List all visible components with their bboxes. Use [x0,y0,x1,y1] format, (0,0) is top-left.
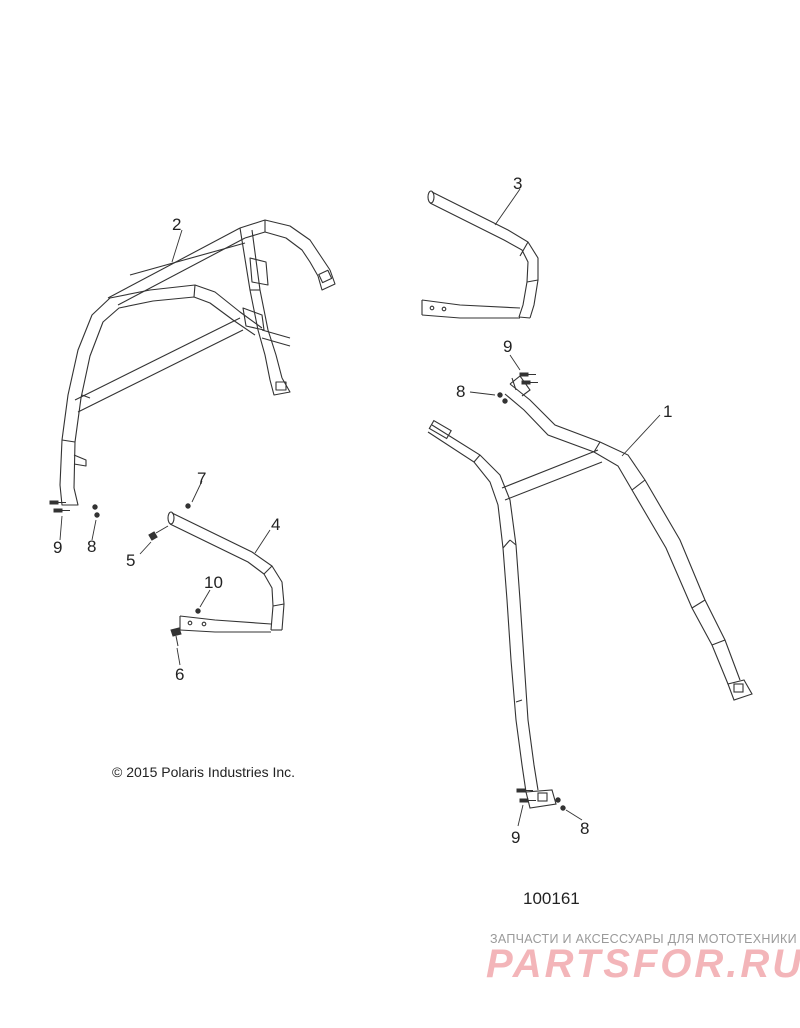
part-2-rear-cage [59,219,336,506]
bolt-9-left [49,500,70,513]
nut-8-upper [497,392,508,404]
nut-7 [185,503,191,509]
callout-8-lower: 8 [580,819,589,838]
nut-8-left [92,504,100,518]
callout-7: 7 [197,469,206,488]
callout-2: 2 [172,215,181,234]
callout-10: 10 [204,573,223,592]
callout-9-left: 9 [53,538,62,557]
part-4-side-bar [167,511,285,633]
nut-10 [195,608,201,614]
callout-6: 6 [175,665,184,684]
bolt-9-lower [516,788,536,803]
callout-1: 1 [663,402,672,421]
callout-8-upper: 8 [456,382,465,401]
watermark-logo: PARTSFOR.RU [486,942,800,986]
callout-4: 4 [271,515,280,534]
hardware [49,372,566,811]
callout-8-left: 8 [87,537,96,556]
nut-8-lower [555,797,566,811]
part-1-front-cage [427,375,753,809]
leader-lines [59,188,661,827]
callout-3: 3 [513,174,522,193]
bolt-5 [148,525,169,541]
callout-9-lower: 9 [511,828,520,847]
callout-9-upper: 9 [503,337,512,356]
drawing-number: 100161 [523,889,580,908]
bolt-6 [170,627,182,647]
callout-5: 5 [126,551,135,570]
bolt-9-upper [519,372,538,385]
copyright-notice: © 2015 Polaris Industries Inc. [112,764,296,780]
part-3-side-bar [421,190,539,319]
watermark-tagline: ЗАПЧАСТИ И АКСЕССУАРЫ ДЛЯ МОТОТЕХНИКИ [490,932,797,946]
callout-numbers: 1 2 3 4 5 6 7 8 8 8 9 9 9 10 [53,174,672,847]
